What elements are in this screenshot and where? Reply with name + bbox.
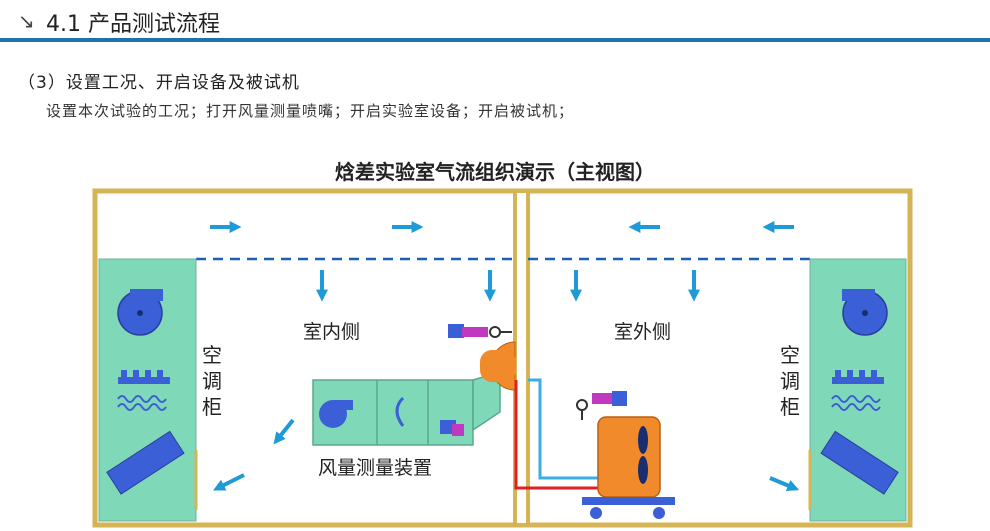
page-title: 4.1 产品测试流程 xyxy=(46,12,220,37)
header: ↘ 4.1 产品测试流程 xyxy=(0,0,990,42)
section-heading: （3）设置工况、开启设备及被试机 xyxy=(18,73,300,93)
filter-panel xyxy=(106,430,185,495)
header-divider xyxy=(0,38,990,42)
refrigerant-pipe-blue xyxy=(528,378,598,480)
indoor-unit-under-test xyxy=(448,324,516,391)
ac-cabinet-left xyxy=(98,258,198,522)
heater-icon xyxy=(831,395,881,403)
outdoor-side-label: 室外侧 xyxy=(614,321,671,343)
coil-icon xyxy=(832,370,884,384)
coil-icon xyxy=(118,370,170,384)
section-description: 设置本次试验的工况；打开风量测量喷嘴；开启实验室设备；开启被试机； xyxy=(46,102,575,120)
filter-panel xyxy=(820,430,899,495)
nozzle-icon xyxy=(395,396,405,427)
diagram-title: 焓差实验室气流组织演示（主视图） xyxy=(335,160,655,184)
airflow-measurement-device xyxy=(312,370,501,446)
indoor-side-label: 室内侧 xyxy=(303,321,360,343)
ac-cabinet-right xyxy=(808,258,907,522)
airflow-arrows xyxy=(210,221,800,492)
airflow-device-label: 风量测量装置 xyxy=(318,457,432,479)
corner-arrow-icon: ↘ xyxy=(18,9,35,33)
ac-cabinet-left-label: 空 调 柜 xyxy=(202,343,228,419)
heater-icon xyxy=(117,395,167,403)
outdoor-unit-under-test xyxy=(576,391,675,519)
refrigerant-pipe-red xyxy=(514,380,598,490)
ac-cabinet-right-label: 空 调 柜 xyxy=(780,343,806,419)
